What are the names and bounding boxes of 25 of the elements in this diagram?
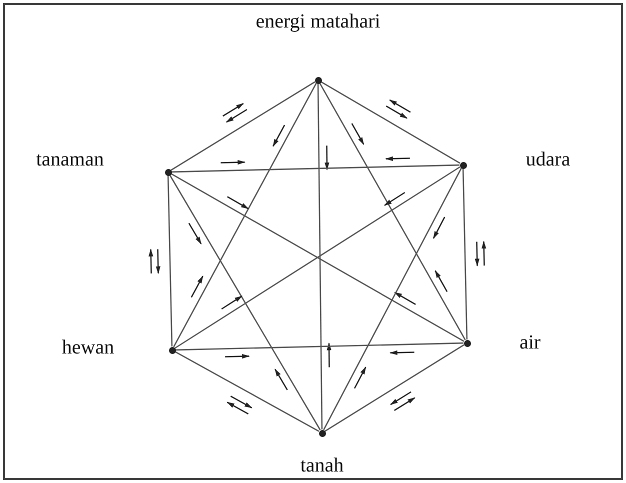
connector-line <box>324 344 464 432</box>
connector-line <box>175 342 464 351</box>
connector-line <box>174 351 320 432</box>
vertex-dot <box>318 430 326 436</box>
vertex-dot <box>460 162 466 168</box>
vertex-label: tanah <box>300 454 344 478</box>
vertex-label: udara <box>526 148 570 172</box>
connector-line <box>171 164 460 173</box>
vertex-label: tanaman <box>36 148 104 172</box>
vertex-label: energi matahari <box>256 10 380 34</box>
vertex-dot <box>164 168 172 176</box>
vertex-dot <box>464 340 470 346</box>
connector-line <box>167 175 173 347</box>
connector-line <box>317 84 323 430</box>
vertex-dot <box>168 346 176 354</box>
connector-line <box>319 82 466 340</box>
connector-line <box>170 81 316 171</box>
connector-line <box>173 82 317 348</box>
connector-line <box>462 168 468 340</box>
vertex-dot <box>314 76 322 84</box>
connector-line <box>323 168 462 430</box>
connector-line <box>320 81 460 164</box>
connector-line <box>169 174 321 430</box>
vertex-label: air <box>519 332 541 354</box>
vertex-label: hewan <box>62 336 114 360</box>
